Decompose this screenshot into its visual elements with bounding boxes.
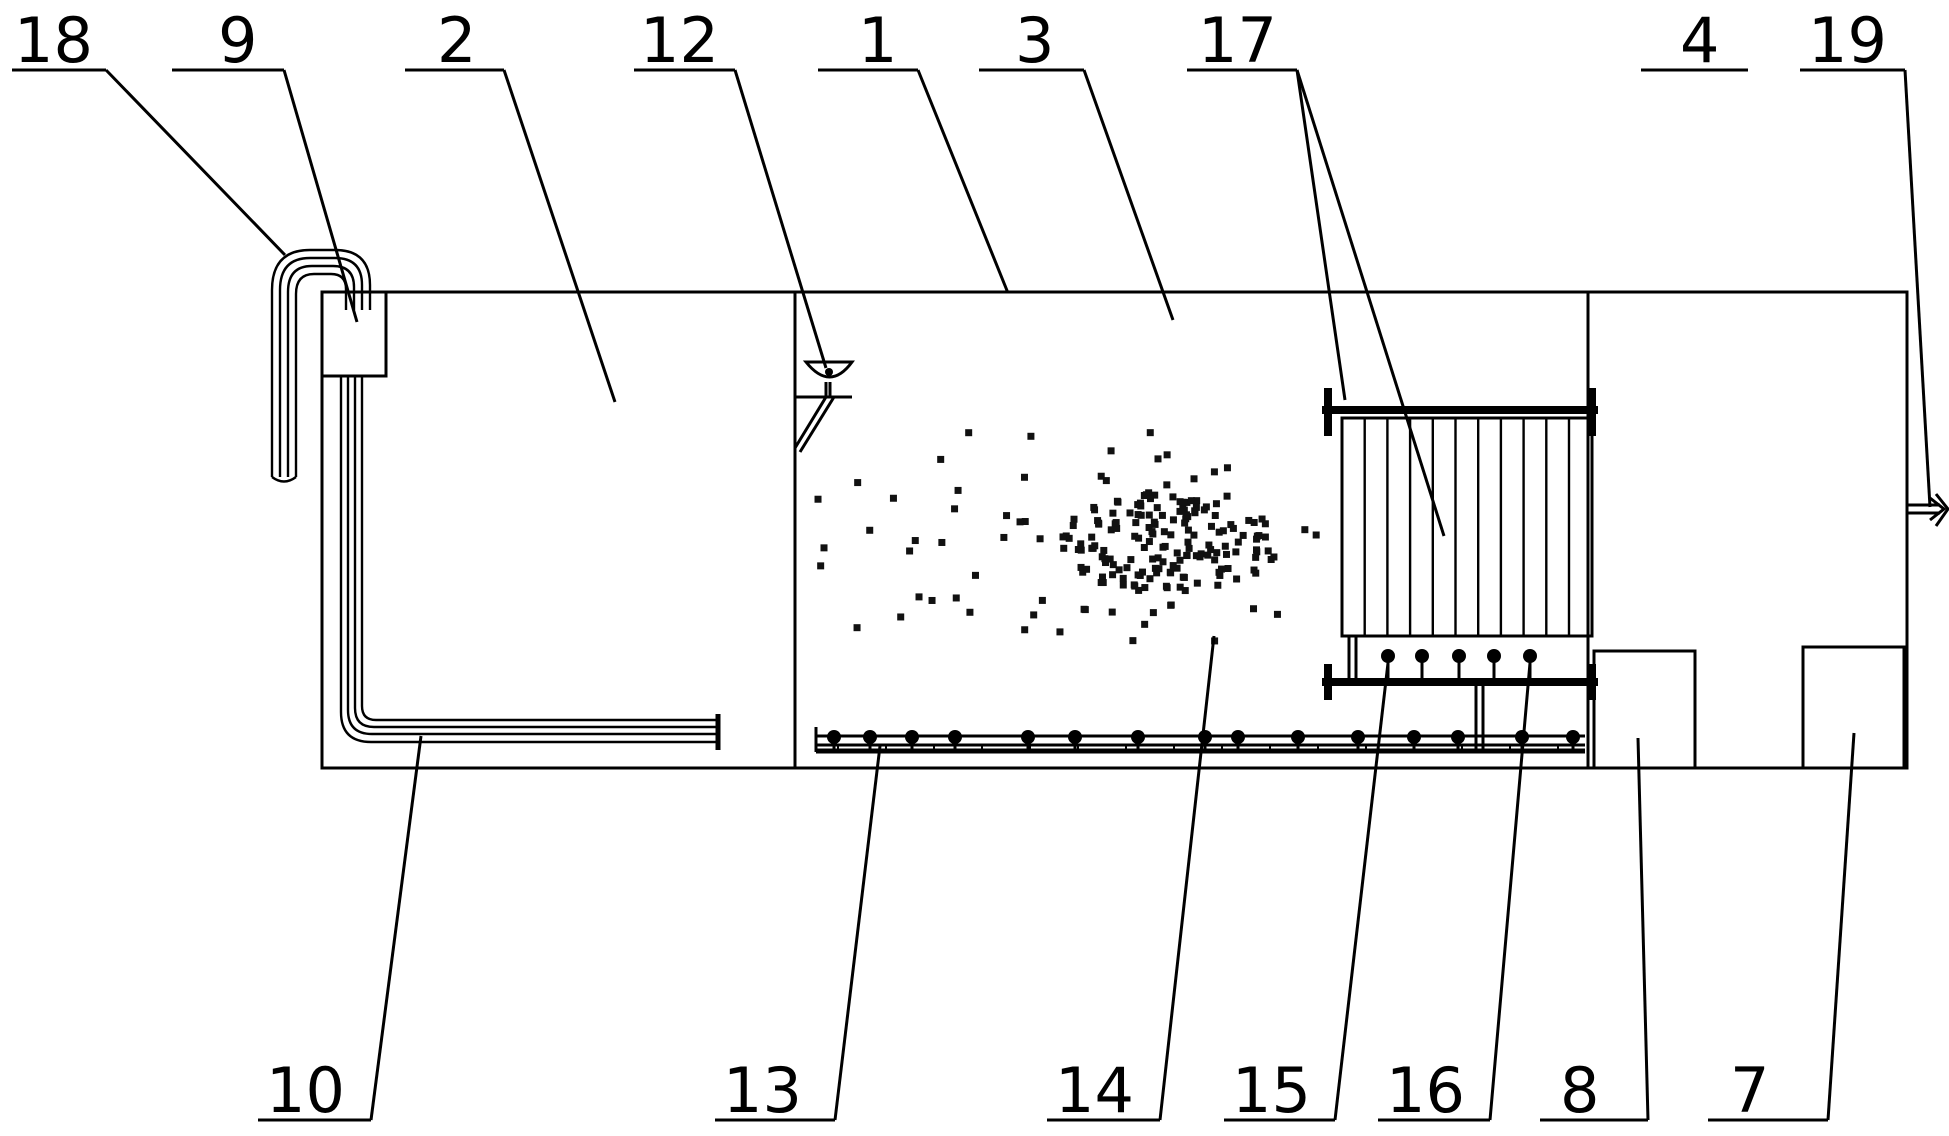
- label-10: 10: [266, 1054, 345, 1127]
- filler-particles: [814, 429, 1320, 645]
- label-12: 12: [640, 4, 719, 77]
- label-7: 7: [1730, 1054, 1769, 1127]
- control-box: [1801, 645, 1906, 770]
- spray-nozzle: [793, 360, 855, 453]
- label-16: 16: [1386, 1054, 1465, 1127]
- label-19: 19: [1808, 4, 1887, 77]
- label-3: 3: [1015, 4, 1054, 77]
- label-1: 1: [858, 4, 897, 77]
- tank-body: [320, 290, 1909, 770]
- label-14: 14: [1055, 1054, 1134, 1127]
- inlet-pipe: [270, 248, 372, 483]
- label-8: 8: [1560, 1054, 1599, 1127]
- aeration-pipe: [814, 727, 1585, 754]
- distribution-pipe: [339, 376, 721, 750]
- pump-box: [1592, 649, 1697, 770]
- leader-lines-bottom: [258, 635, 1856, 1122]
- leader-lines-top: [12, 68, 1932, 537]
- label-13: 13: [723, 1054, 802, 1127]
- outlet-arrow: [1907, 493, 1949, 527]
- label-4: 4: [1680, 4, 1719, 77]
- label-15: 15: [1232, 1054, 1311, 1127]
- label-18: 18: [14, 4, 93, 77]
- label-17: 17: [1198, 4, 1277, 77]
- label-9: 9: [218, 4, 257, 77]
- reference-numerals: 18 9 2 12 1 3 17 4 19 10 13 14 15 16 8 7: [14, 4, 1887, 1127]
- label-2: 2: [437, 4, 476, 77]
- membrane-module: [1322, 388, 1598, 750]
